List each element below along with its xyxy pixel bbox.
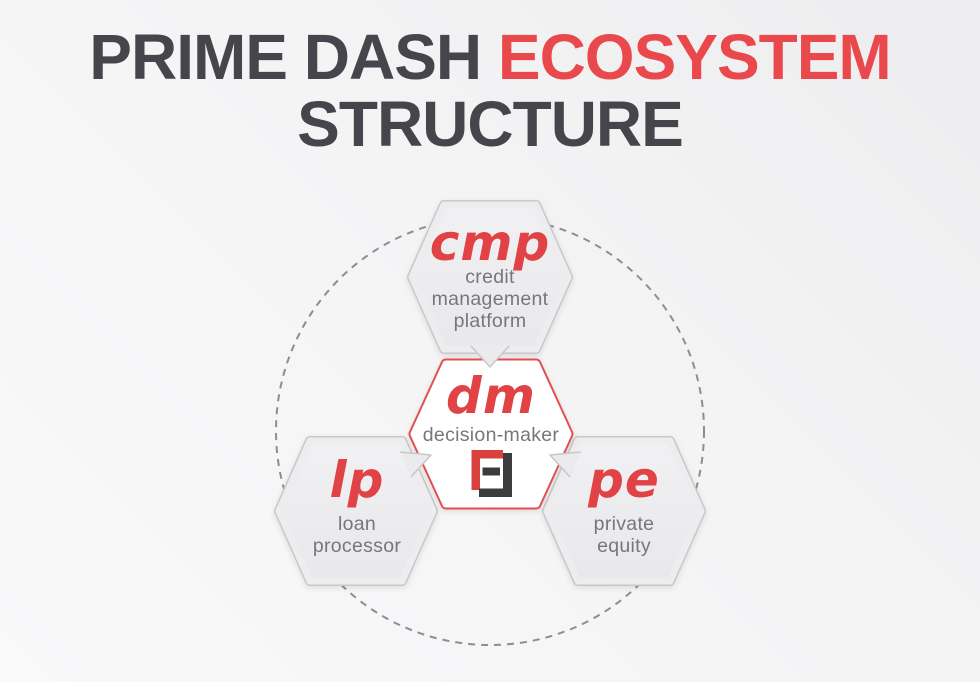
cmp-pointer-tail bbox=[470, 345, 510, 368]
title-ecosystem: ECOSYSTEM bbox=[497, 21, 892, 93]
lp-logo-text: lp bbox=[330, 451, 385, 509]
logo-mark-dark-middle-dash bbox=[482, 467, 500, 476]
lp-pointer-tail bbox=[399, 451, 432, 478]
cmp-label-line-1: credit bbox=[465, 266, 515, 288]
logo-mark-dark-bottom-bar bbox=[479, 488, 512, 497]
cmp-label-line-2: management bbox=[432, 288, 549, 310]
ecosystem-dashed-circle bbox=[275, 216, 705, 646]
node-pe-hexagon bbox=[542, 436, 706, 586]
page-title: PRIME DASH ECOSYSTEM STRUCTURE bbox=[0, 24, 980, 158]
title-line-2: STRUCTURE bbox=[297, 88, 684, 160]
cmp-logo-text: cmp bbox=[430, 214, 551, 272]
pe-label-line-2: equity bbox=[597, 535, 651, 557]
dm-hexagon-body bbox=[410, 360, 572, 508]
pe-logo-text: pe bbox=[587, 451, 660, 509]
node-lp-hexagon bbox=[274, 436, 438, 586]
node-cmp-hexagon bbox=[407, 200, 573, 354]
lp-hexagon-body bbox=[275, 437, 437, 585]
lp-label-line-1: loan bbox=[338, 513, 376, 535]
logo-mark-red-vertical-bar bbox=[471, 450, 480, 490]
logo-mark-dark-vertical-bar bbox=[503, 453, 512, 497]
lp-label-line-2: processor bbox=[313, 535, 402, 557]
dm-label: decision-maker bbox=[423, 424, 560, 446]
cmp-hexagon-body bbox=[408, 201, 572, 353]
logo-mark-red-top-bar bbox=[471, 450, 503, 459]
title-line-1: PRIME DASH ECOSYSTEM bbox=[89, 21, 892, 93]
pe-hexagon-body bbox=[543, 437, 705, 585]
title-prime-dash: PRIME DASH bbox=[89, 21, 482, 93]
dm-logo-text: dm bbox=[446, 367, 536, 425]
pe-label-line-1: private bbox=[594, 513, 655, 535]
node-dm-hexagon bbox=[408, 358, 574, 510]
pe-pointer-tail bbox=[549, 451, 582, 478]
cmp-label-line-3: platform bbox=[454, 310, 527, 332]
dm-logo-mark-icon bbox=[471, 450, 512, 497]
